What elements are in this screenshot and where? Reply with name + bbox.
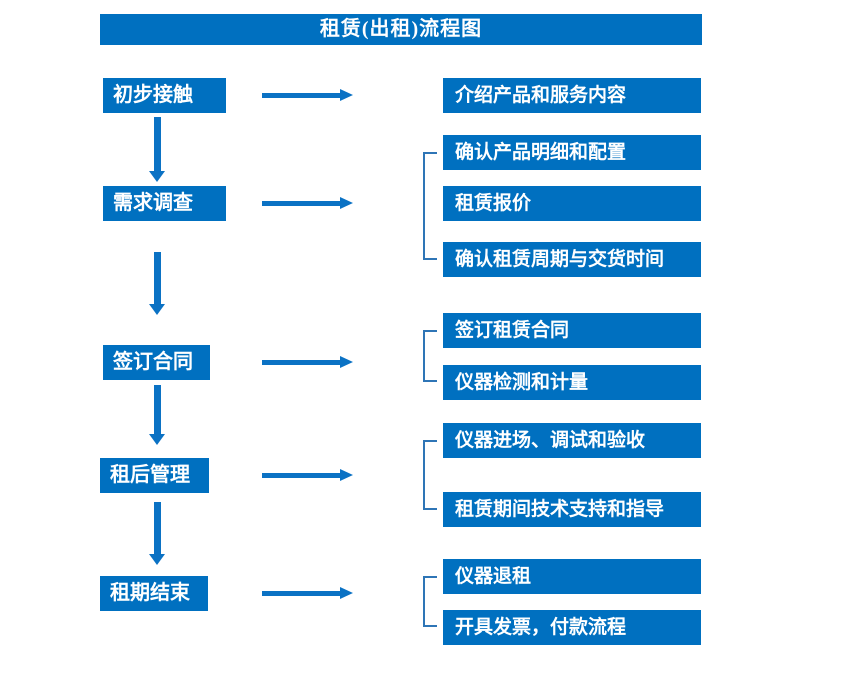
arrow-right-icon: [262, 89, 353, 102]
step-box-demand-survey: 需求调查: [103, 186, 226, 221]
step-box-rental-end: 租期结束: [100, 576, 208, 611]
step-box-sign-contract: 签订合同: [103, 345, 210, 380]
detail-box-instrument-setup: 仪器进场、调试和验收: [443, 423, 701, 458]
step-box-post-rental: 租后管理: [100, 458, 209, 493]
detail-box-rental-quote: 租赁报价: [443, 186, 701, 221]
detail-box-sign-rental-contract: 签订租赁合同: [443, 313, 701, 348]
step-box-initial-contact: 初步接触: [103, 78, 226, 113]
detail-box-invoice-payment: 开具发票，付款流程: [443, 610, 701, 645]
detail-box-instrument-return: 仪器退租: [443, 559, 701, 594]
arrow-down-icon: [149, 117, 166, 182]
detail-box-tech-support: 租赁期间技术支持和指导: [443, 492, 701, 527]
arrow-down-icon: [149, 385, 166, 445]
arrow-right-icon: [262, 587, 353, 600]
arrow-right-icon: [262, 197, 353, 210]
bracket-connector: [423, 330, 437, 382]
flowchart-title: 租赁(出租)流程图: [100, 14, 702, 45]
arrow-right-icon: [262, 356, 353, 369]
detail-box-confirm-period: 确认租赁周期与交货时间: [443, 242, 701, 277]
detail-box-intro-products: 介绍产品和服务内容: [443, 78, 701, 113]
detail-box-confirm-config: 确认产品明细和配置: [443, 135, 701, 170]
bracket-connector: [423, 576, 437, 627]
detail-box-instrument-testing: 仪器检测和计量: [443, 365, 701, 400]
bracket-connector: [423, 152, 437, 260]
arrow-right-icon: [262, 469, 353, 482]
arrow-down-icon: [149, 502, 166, 565]
bracket-connector: [423, 440, 437, 510]
arrow-down-icon: [149, 252, 166, 315]
